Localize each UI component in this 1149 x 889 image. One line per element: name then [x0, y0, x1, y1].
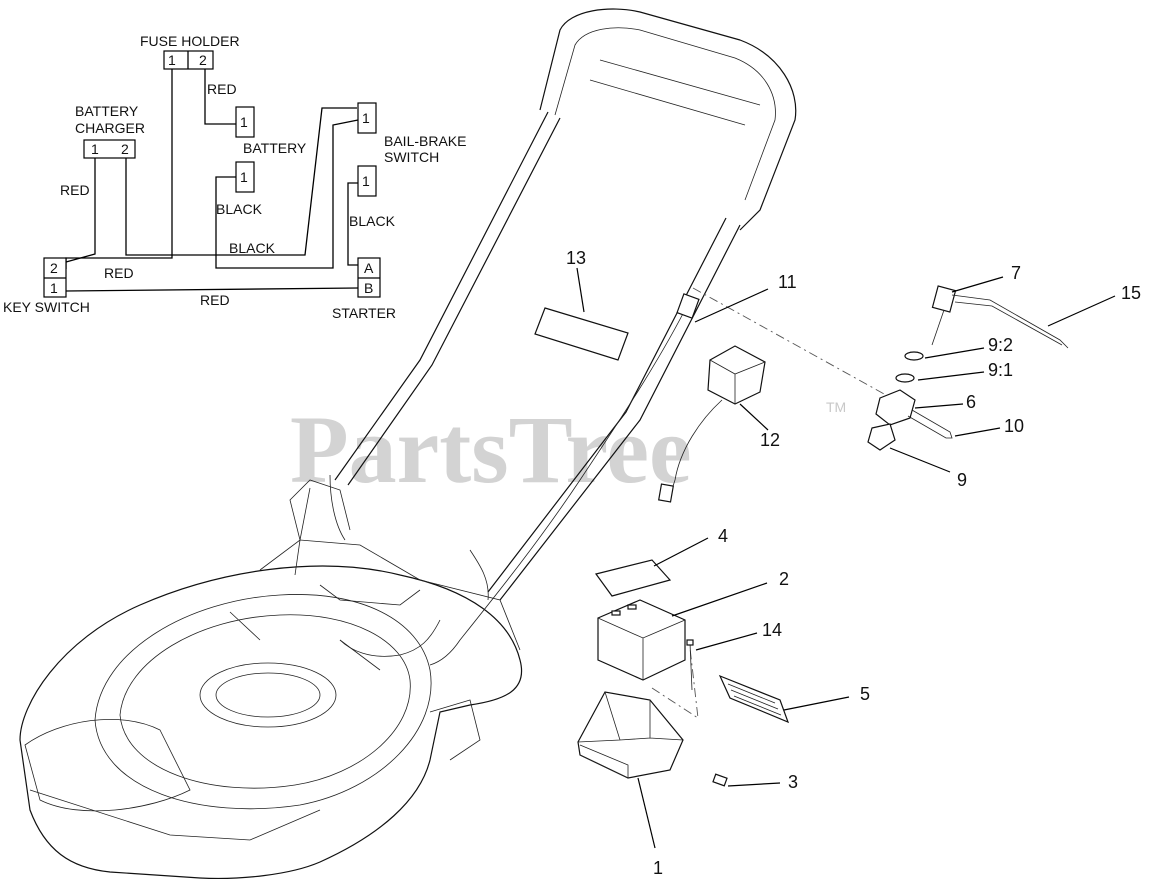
wire-charger-to-bail [125, 107, 357, 256]
callout-10: 10 [1004, 416, 1024, 436]
wire-charger-to-key [65, 157, 96, 263]
handle-right-rail [499, 224, 741, 601]
part-decal-5 [718, 674, 790, 724]
callout-4: 4 [718, 526, 728, 546]
wire-label-red-key1: RED [200, 292, 230, 308]
callout-11: 11 [778, 272, 797, 292]
bail-brake-pin: 1 [362, 110, 370, 126]
wire-key1-to-starter-b [65, 287, 359, 292]
wire-fuse-to-key [65, 68, 173, 269]
callout-7: 7 [1011, 263, 1021, 283]
wire-label-black-left: BLACK [216, 201, 263, 217]
key-switch-title: KEY SWITCH [3, 299, 90, 315]
key-switch-pin2: 2 [50, 260, 58, 276]
wire-black-to-bail [215, 119, 359, 269]
harness-wire [429, 299, 691, 666]
battery-title: BATTERY [243, 140, 307, 156]
callout-5: 5 [860, 684, 870, 704]
starter-black-terminal-pin: 1 [362, 173, 370, 189]
black-terminal [235, 161, 255, 193]
callout-3: 3 [788, 772, 798, 792]
callout-6: 6 [966, 392, 976, 412]
starter-pin-a: A [364, 260, 374, 276]
battery-charger-title-1: BATTERY [75, 103, 139, 119]
deck-outline [19, 565, 523, 880]
fuse-holder-pin2: 2 [199, 52, 207, 68]
watermark-text: PartsTree [290, 396, 692, 503]
starter-title: STARTER [332, 305, 396, 321]
fuse-holder-pin1: 1 [168, 52, 176, 68]
callout-12: 12 [760, 430, 780, 450]
wire-fuse-to-battery [204, 68, 236, 125]
battery-terminal [235, 106, 255, 138]
wire-label-red-fuse: RED [207, 81, 237, 97]
part-charger-12 [658, 345, 766, 503]
part-battery-2 [597, 599, 686, 681]
wire-label-red-key2: RED [104, 265, 134, 281]
callout-2: 2 [779, 569, 789, 589]
part-bracket-6 [875, 389, 916, 426]
callout-9: 9 [957, 470, 967, 490]
callout-leaders [576, 267, 1116, 849]
assembly-line-battery [651, 647, 699, 719]
callout-15: 15 [1121, 283, 1141, 303]
battery-charger-box [83, 139, 136, 159]
starter-pin-b: B [364, 280, 373, 296]
callout-9-1: 9:1 [988, 360, 1013, 380]
wire-label-black-mid: BLACK [229, 240, 276, 256]
fuse-holder-title: FUSE HOLDER [140, 33, 240, 49]
callout-13: 13 [566, 248, 586, 268]
starter-black-terminal [357, 165, 377, 197]
part-clip-3 [712, 773, 728, 787]
wire-black-to-starter [347, 182, 358, 266]
battery-charger-title-2: CHARGER [75, 120, 145, 136]
callout-9-2: 9:2 [988, 335, 1013, 355]
battery-charger-pin2: 2 [121, 141, 129, 157]
part-decal-4 [594, 559, 672, 597]
mower-deck-illustration [19, 479, 523, 880]
battery-charger-pin1: 1 [91, 141, 99, 157]
part-key-7 [931, 285, 957, 313]
callout-14: 14 [762, 620, 782, 640]
watermark-trademark: TM [826, 399, 846, 415]
assembly-line-key-switch [692, 287, 896, 401]
handle-illustration [294, 8, 797, 666]
bail-brake-title-2: SWITCH [384, 149, 439, 165]
part-key-switch-assembly [867, 285, 1069, 451]
wire-label-red-charger: RED [60, 182, 90, 198]
part-cable-15 [951, 294, 1069, 349]
bail-brake-title-1: BAIL-BRAKE [384, 133, 466, 149]
part-battery-tray-1 [577, 691, 684, 779]
wire-label-black-right: BLACK [349, 213, 396, 229]
handle-left-rail [334, 111, 549, 481]
callout-numbers: 13 11 12 7 15 9:2 9:1 6 10 9 4 2 14 5 3 … [566, 248, 1141, 878]
part-washer-9-2 [904, 351, 924, 361]
handle-top-outline [539, 8, 797, 231]
key-switch-pin1: 1 [50, 280, 58, 296]
callout-1: 1 [653, 858, 663, 878]
part-nut-9-1 [895, 373, 915, 383]
battery-pin: 1 [240, 114, 248, 130]
part-switch-9 [867, 423, 896, 451]
part-bolt-10 [907, 409, 953, 439]
part-decal-13 [534, 307, 629, 361]
part-screw-14 [689, 642, 693, 691]
black-terminal-pin: 1 [240, 169, 248, 185]
wiring-schematic: FUSE HOLDER 1 2 RED 1 BATTERY BATTERY CH… [3, 33, 466, 321]
part-connector-11 [676, 293, 700, 319]
bail-brake-terminal [357, 102, 377, 134]
